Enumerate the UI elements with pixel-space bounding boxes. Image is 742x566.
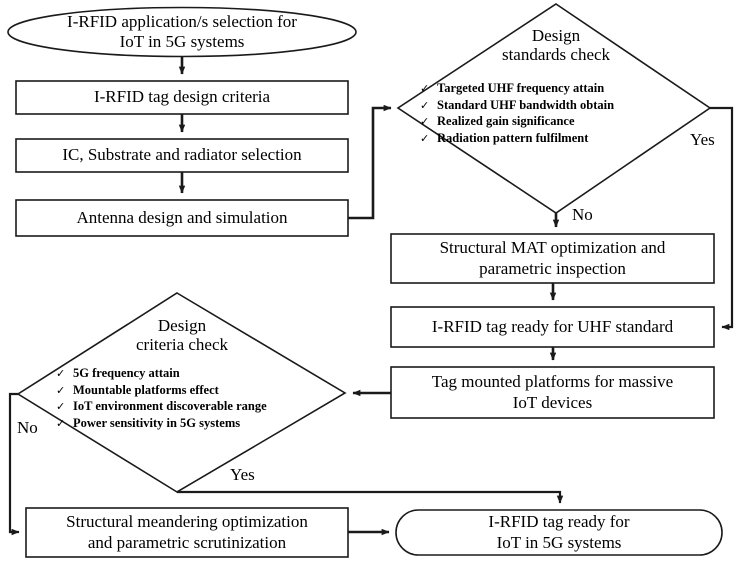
criteria-item: ✓ Standard UHF bandwidth obtain <box>420 97 614 114</box>
check-icon: ✓ <box>420 99 430 112</box>
connector-criteria-no-to-meandering <box>8 392 20 536</box>
criteria-item: ✓ Mountable platforms effect <box>56 382 267 399</box>
criteria-item-label: Realized gain significance <box>437 114 575 129</box>
diamond-criteria-title-line-1: Design <box>157 316 207 335</box>
check-icon: ✓ <box>420 116 430 129</box>
criteria-item: ✓ Radiation pattern fulfilment <box>420 130 614 147</box>
diamond-standards-criteria-list: ✓ Targeted UHF frequency attain ✓ Standard… <box>420 80 614 146</box>
edge-label-criteria-yes: Yes <box>230 465 255 484</box>
criteria-item-label: Targeted UHF frequency attain <box>437 81 605 95</box>
edge-label-standards-no: No <box>572 205 593 224</box>
criteria-item-label: 5G frequency attain <box>73 366 180 380</box>
box-tag-mounted-shape <box>390 366 715 419</box>
diamond-standards-title: Design standards check <box>466 26 646 65</box>
box-meandering-shape <box>25 507 349 558</box>
start-oval-shape <box>7 6 357 58</box>
criteria-item: ✓ Realized gain significance <box>420 113 614 130</box>
check-icon: ✓ <box>420 83 430 95</box>
edge-label-standards-yes: Yes <box>690 130 715 149</box>
check-icon: ✓ <box>56 368 66 380</box>
diamond-standards-title-line-2: standards check <box>501 45 611 65</box>
connector-criteria-yes-to-end-oval <box>177 490 564 504</box>
edge-label-criteria-no: No <box>17 418 38 437</box>
check-icon: ✓ <box>56 417 66 430</box>
box-antenna-design-shape <box>15 199 349 237</box>
criteria-item-label: Standard UHF bandwidth obtain <box>437 97 615 112</box>
criteria-item-label: Power sensitivity in 5G systems <box>73 415 241 430</box>
criteria-item: ✓ 5G frequency attain <box>56 365 267 382</box>
criteria-item: ✓ Power sensitivity in 5G systems <box>56 415 267 432</box>
box-structural-mat-shape <box>390 233 715 284</box>
diamond-criteria-criteria-list: ✓ 5G frequency attain ✓ Mountable platform… <box>56 365 267 431</box>
check-icon: ✓ <box>56 384 66 397</box>
criteria-item-label: Mountable platforms effect <box>73 382 219 397</box>
criteria-item: ✓ Targeted UHF frequency attain <box>420 80 614 97</box>
connector-standards-yes-to-uhf-ready <box>710 106 734 331</box>
end-oval-shape <box>395 509 723 556</box>
box-design-criteria-shape <box>15 80 349 115</box>
check-icon: ✓ <box>420 132 430 145</box>
diamond-criteria-title: Design criteria check <box>97 316 267 355</box>
check-icon: ✓ <box>56 401 66 414</box>
box-uhf-ready-shape <box>390 306 715 348</box>
box-ic-substrate-shape <box>15 138 349 173</box>
connector-antenna-to-standards <box>348 104 392 220</box>
diamond-standards-title-line-1: Design <box>531 26 581 45</box>
criteria-item-label: Radiation pattern fulfilment <box>437 130 589 145</box>
criteria-item-label: IoT environment discoverable range <box>73 399 267 414</box>
criteria-item: ✓ IoT environment discoverable range <box>56 398 267 415</box>
diamond-criteria-title-line-2: criteria check <box>135 335 228 355</box>
